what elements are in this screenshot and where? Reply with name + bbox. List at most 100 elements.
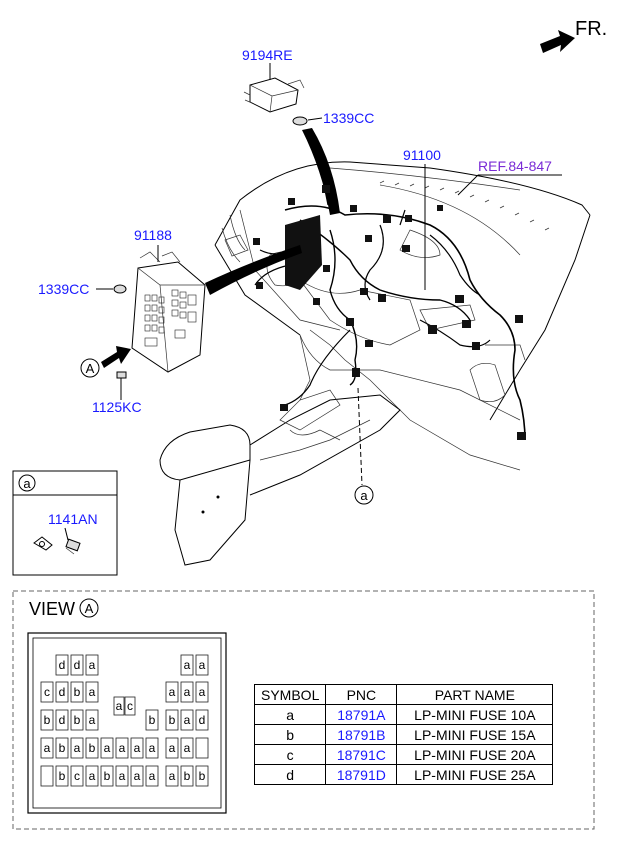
header-pnc: PNC — [325, 684, 398, 705]
fuse-slot — [55, 709, 69, 731]
fuse-slot — [55, 737, 69, 759]
detail-box-marker-text: a — [23, 476, 31, 491]
fuse-label: a — [119, 741, 126, 755]
bolt-1125kc-icon — [116, 371, 127, 390]
table-row: c 18791C LP-MINI FUSE 20A — [253, 744, 554, 765]
fuse-slot — [180, 654, 194, 676]
view-a-panel — [12, 590, 595, 830]
fuse-slot — [115, 765, 129, 787]
view-a-arrow — [101, 346, 131, 368]
cell-part-name: LP-MINI FUSE 10A — [396, 704, 554, 725]
table-row: b 18791B LP-MINI FUSE 15A — [253, 724, 554, 745]
cell-symbol: a — [253, 704, 327, 725]
fuse-label: b — [89, 741, 96, 755]
table-row: d 18791D LP-MINI FUSE 25A — [253, 764, 554, 785]
fuse-slot — [55, 654, 69, 676]
fuse-slot — [70, 765, 84, 787]
fuse-label: a — [44, 741, 51, 755]
fuse-label: a — [184, 741, 191, 755]
fuse-slot — [70, 654, 84, 676]
cell-pnc: 18791D — [325, 764, 398, 785]
fuse-slot — [165, 681, 179, 703]
fuse-label: d — [74, 658, 81, 672]
detail-a-marker — [354, 485, 374, 505]
fuse-label: a — [89, 713, 96, 727]
label-91100: 91100 — [403, 147, 441, 163]
cell-part-name: LP-MINI FUSE 20A — [396, 744, 554, 765]
fuse-slot — [85, 765, 99, 787]
header-part-name: PART NAME — [396, 684, 554, 705]
fuse-label: b — [44, 713, 51, 727]
fuse-label: b — [199, 769, 206, 783]
ref-leader — [457, 174, 479, 196]
dashboard-drawing — [214, 161, 591, 471]
fuse-label: a — [199, 685, 206, 699]
fuse-slot — [195, 654, 209, 676]
fuse-slot — [40, 765, 54, 787]
label-nut-left: 1339CC — [38, 281, 89, 297]
fuse-label: a — [74, 741, 81, 755]
cell-pnc: 18791A — [325, 704, 398, 725]
fuse-slot — [40, 737, 54, 759]
fuse-slot — [145, 765, 159, 787]
fuse-slot — [55, 681, 69, 703]
fuse-label: a — [134, 769, 141, 783]
view-a-marker-text: A — [86, 361, 95, 376]
table-row: a 18791A LP-MINI FUSE 10A — [253, 704, 554, 725]
cell-part-name: LP-MINI FUSE 25A — [396, 764, 554, 785]
label-91188: 91188 — [134, 227, 172, 243]
fuse-slot — [195, 765, 209, 787]
view-title: VIEW — [29, 599, 75, 619]
fuse-label: a — [134, 741, 141, 755]
fuse-label: c — [74, 769, 80, 783]
fuse-label: b — [184, 769, 191, 783]
fuse-label: a — [199, 658, 206, 672]
fuse-label: a — [119, 769, 126, 783]
fuse-label: a — [104, 741, 111, 755]
fuse-slot — [165, 737, 179, 759]
fuse-label: c — [44, 685, 50, 699]
fuse-slot — [70, 709, 84, 731]
fuse-slot — [195, 709, 209, 731]
view-title-marker — [79, 598, 99, 618]
view-a-marker — [80, 358, 100, 378]
fuse-label: a — [184, 658, 191, 672]
fuse-slot — [195, 681, 209, 703]
cell-symbol: b — [253, 724, 327, 745]
fuse-label: a — [149, 741, 156, 755]
ref-label: REF.84-847 — [478, 158, 552, 174]
fuse-label: b — [104, 769, 111, 783]
fuse-label: d — [199, 713, 206, 727]
fuse-slot — [180, 765, 194, 787]
nut-left-icon — [113, 284, 127, 294]
fuse-slot — [70, 681, 84, 703]
ground-terminal-icon — [33, 536, 81, 555]
label-9194re: 9194RE — [242, 47, 293, 63]
fuse-label: a — [184, 685, 191, 699]
fuse-slot — [85, 709, 99, 731]
fuse-label: b — [59, 769, 66, 783]
junction-box-91188-drawing — [131, 251, 206, 373]
cell-pnc: 18791B — [325, 724, 398, 745]
fuse-slot — [180, 709, 194, 731]
fuse-label: d — [59, 713, 66, 727]
center-fuse-label: c — [127, 699, 133, 713]
cell-part-name: LP-MINI FUSE 15A — [396, 724, 554, 745]
fuse-label: b — [74, 713, 81, 727]
leader-nut-top — [307, 117, 323, 121]
table-header-row: SYMBOL PNC PART NAME — [253, 684, 554, 705]
header-symbol: SYMBOL — [253, 684, 327, 705]
fuse-slot — [40, 709, 54, 731]
module-9194re-drawing — [243, 77, 305, 113]
fuse-label: a — [89, 685, 96, 699]
fuse-slot — [130, 765, 144, 787]
fuse-slot — [100, 737, 114, 759]
fuse-label: a — [89, 658, 96, 672]
center-fuse-pair: a c — [113, 696, 136, 716]
fuse-slot — [180, 737, 194, 759]
fuse-slot — [115, 737, 129, 759]
fuse-slot — [145, 709, 159, 731]
view-title-marker-text: A — [85, 601, 94, 616]
fuse-slot — [70, 737, 84, 759]
